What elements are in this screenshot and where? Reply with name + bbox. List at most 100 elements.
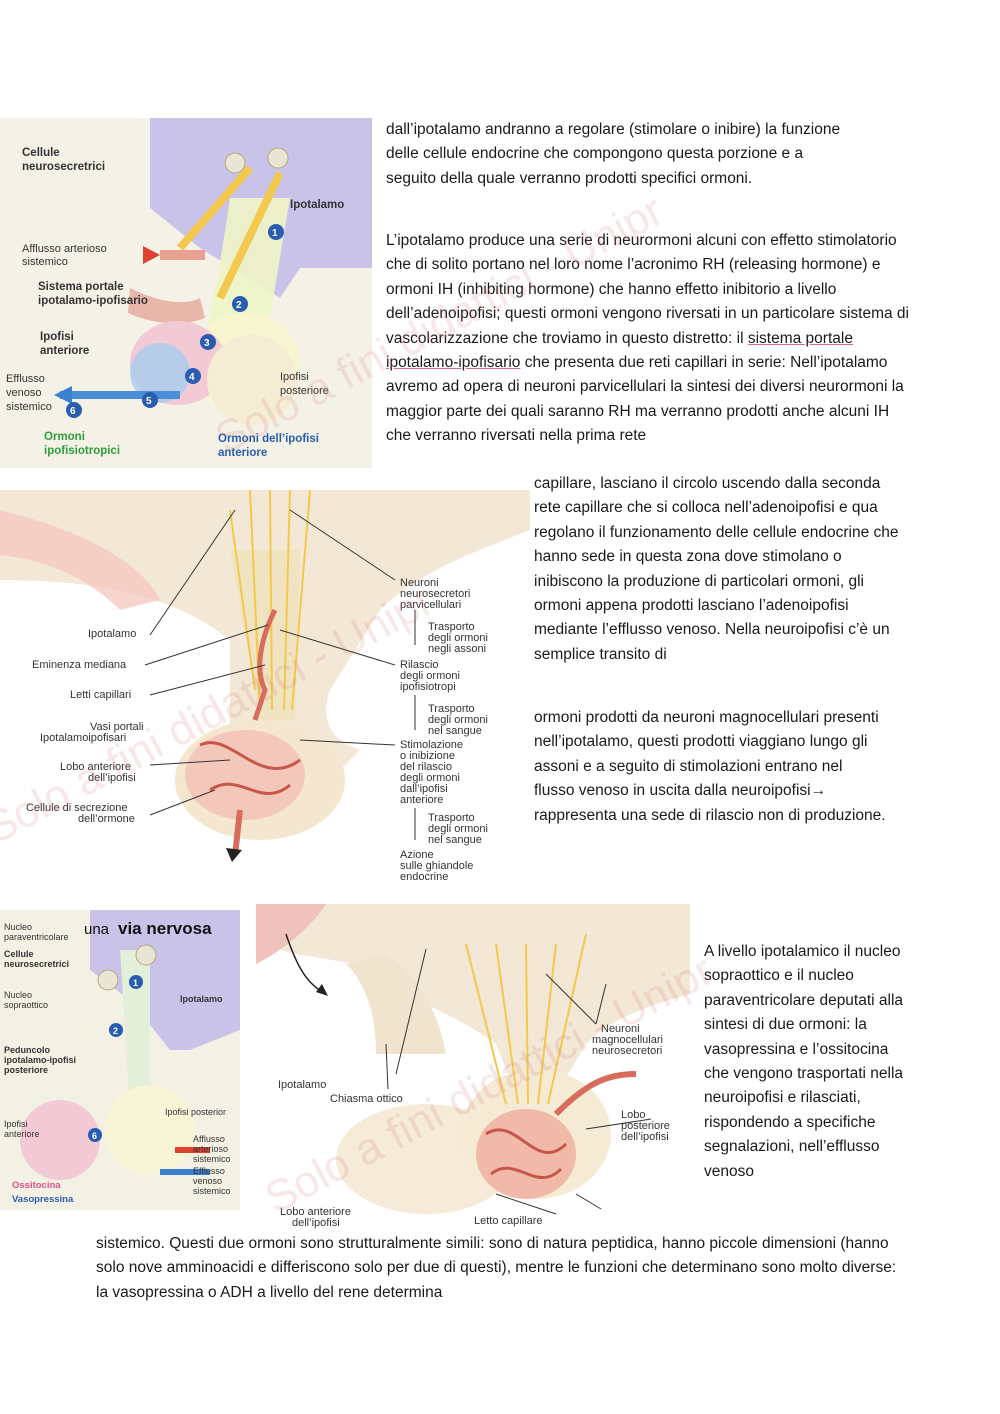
fig3-label-efflusso-1: Efflusso	[193, 1166, 225, 1176]
fig2-label-lobo-1: Lobo anteriore	[60, 761, 131, 773]
fig2-label-rilascio-3: ipofisiotropi	[400, 681, 456, 693]
fig4-label-lobo-ant-2: dell’ipofisi	[292, 1217, 340, 1229]
fig1-badge-6: 6	[66, 402, 82, 418]
paragraph-2: L’ipotalamo produce una serie di neurorm…	[386, 229, 914, 449]
fig4-label-letto: Letto capillare	[474, 1215, 543, 1227]
fig1-label-neurosecretrici: neurosecretrici	[22, 161, 105, 173]
portal-system-link[interactable]: sistema portale ipotalamo-ipofisario	[386, 329, 853, 372]
fig3-label-ipotalamo: Ipotalamo	[180, 994, 223, 1004]
fig2-label-lobo-2: dell’ipofisi	[88, 772, 136, 784]
fig2-label-vasi-1: Vasi portali	[90, 721, 144, 733]
fig2-label-stim-5: dall’ipofisi	[400, 783, 448, 795]
fig1-badge-1: 1	[268, 224, 284, 240]
paragraph-3: capillare, lasciano il circolo uscendo d…	[534, 475, 899, 663]
fig2-label-neuroni-3: parvicellulari	[400, 599, 461, 611]
svg-text:1: 1	[272, 228, 278, 239]
fig2-label-trasporto2-c: nel sangue	[428, 725, 482, 737]
fig1-badge-4: 4	[185, 368, 201, 384]
svg-text:1: 1	[133, 978, 138, 988]
fig1-label-ormoni-ant-2: anteriore	[218, 447, 267, 459]
fig1-badge-3: 3	[200, 334, 216, 350]
fig3-label-afflusso-1: Afflusso	[193, 1134, 225, 1144]
fig1-label-ormoni-1: Ormoni	[44, 431, 85, 443]
paragraph-1: dall’ipotalamo andranno a regolare (stim…	[386, 121, 841, 187]
figure-portal-system: Cellule neurosecretrici Ipotalamo Afflus…	[0, 118, 372, 468]
fig1-label-ormoni-2: ipofisiotropici	[44, 445, 120, 457]
svg-text:6: 6	[92, 1131, 97, 1141]
fig2-label-vasi-2: Ipotalamoipofisari	[40, 732, 126, 744]
fig1-label-afflusso-1: Afflusso arterioso	[22, 243, 107, 255]
fig1-label-cellule: Cellule	[22, 147, 60, 159]
svg-text:4: 4	[189, 372, 195, 383]
paragraph-4: ormoni prodotti da neuroni magnocellular…	[534, 709, 886, 824]
fig4-label-neuroni-3: neurosecretori	[592, 1045, 662, 1057]
fig1-label-ipofisi-post-1: Ipofisi	[280, 371, 309, 383]
svg-text:2: 2	[113, 1026, 118, 1036]
fig1-label-ipofisi-ant-1: Ipofisi	[40, 331, 74, 343]
fig1-label-sistema-2: ipotalamo-ipofisario	[38, 295, 148, 307]
fig3-label-peduncolo-1: Peduncolo	[4, 1045, 51, 1055]
fig2-label-stim-2: o inibizione	[400, 750, 455, 762]
fig3-label-cellule-2: neurosecretrici	[4, 959, 69, 969]
fig2-label-trasporto2-b: degli ormoni	[428, 714, 488, 726]
fig3-label-ossitocina: Ossitocina	[12, 1180, 61, 1191]
fig2-label-azione-2: sulle ghiandole	[400, 860, 473, 872]
fig2-label-stim-6: anteriore	[400, 794, 443, 806]
fig2-label-eminenza: Eminenza mediana	[32, 659, 127, 671]
fig3-badge-2: 2	[109, 1023, 123, 1037]
fig2-label-letti: Letti capillari	[70, 689, 131, 701]
fig2-label-neuroni-2: neurosecretori	[400, 588, 470, 600]
fig1-label-efflusso-1: Efflusso	[6, 373, 45, 385]
fig3-label-nucleo-para-1: Nucleo	[4, 922, 32, 932]
svg-text:6: 6	[70, 406, 76, 417]
fig3-label-afflusso-3: sistemico	[193, 1154, 231, 1164]
fig1-label-ormoni-ant-1: Ormoni dell’ipofisi	[218, 433, 319, 445]
fig1-label-afflusso-2: sistemico	[22, 256, 68, 268]
fig3-label-nucleo-para-2: paraventricolare	[4, 932, 69, 942]
fig3-label-ipofisi-ant-2: anteriore	[4, 1129, 40, 1139]
fig3-label-efflusso-2: venoso	[193, 1176, 222, 1186]
fig4-label-lobo-post-3: dell’ipofisi	[621, 1131, 669, 1143]
fig2-label-rilascio-1: Rilascio	[400, 659, 439, 671]
svg-text:5: 5	[146, 396, 152, 407]
figure-magnocellular: Neuroni magnocellulari neurosecretori Ip…	[256, 904, 690, 1230]
fig3-label-afflusso-2: arterioso	[193, 1144, 228, 1154]
fig2-label-stim-3: del rilascio	[400, 761, 452, 773]
fig1-label-ipofisi-post-2: posteriore	[280, 385, 329, 397]
fig2-label-trasporto3-b: degli ormoni	[428, 823, 488, 835]
fig2-label-rilascio-2: degli ormoni	[400, 670, 460, 682]
fig1-badge-5: 5	[142, 392, 158, 408]
fig2-label-cellule-1: Cellule di secrezione	[26, 802, 128, 814]
fig4-label-lobo-ant-1: Lobo anteriore	[280, 1206, 351, 1218]
fig4-label-chiasma: Chiasma ottico	[330, 1093, 403, 1105]
svg-text:3: 3	[204, 338, 210, 349]
fig3-label-ipofisi-post: Ipofisi posterior	[165, 1107, 226, 1117]
fig2-label-azione-3: endocrine	[400, 871, 448, 882]
fig1-label-ipofisi-ant-2: anteriore	[40, 345, 89, 357]
fig3-label-vasopressina: Vasopressina	[12, 1194, 74, 1205]
fig4-label-lobo-post-1: Lobo	[621, 1109, 645, 1121]
fig4-label-neuroni-1: Neuroni	[601, 1023, 640, 1035]
figure-nervous-pathway: una via nervosa Nucleo paraventricolare …	[0, 910, 240, 1210]
fig2-label-trasporto3-c: nel sangue	[428, 834, 482, 846]
paragraph-6: sistemico. Questi due ormoni sono strutt…	[96, 1235, 897, 1301]
fig3-label-nucleo-sopra-1: Nucleo	[4, 990, 32, 1000]
fig2-label-stim-4: degli ormoni	[400, 772, 460, 784]
fig1-label-sistema-1: Sistema portale	[38, 281, 124, 293]
fig1-label-ipotalamo: Ipotalamo	[290, 199, 344, 211]
fig2-label-trasporto2-a: Trasporto	[428, 703, 475, 715]
paragraph-2-part-a: L’ipotalamo produce una serie di neurorm…	[386, 232, 909, 347]
fig3-badge-1: 1	[129, 975, 143, 989]
fig2-label-cellule-2: dell’ormone	[78, 813, 135, 825]
fig2-label-ipotalamo: Ipotalamo	[88, 628, 136, 640]
fig2-label-trasporto3-a: Trasporto	[428, 812, 475, 824]
fig1-label-efflusso-2: venoso	[6, 387, 41, 399]
fig2-label-neuroni-1: Neuroni	[400, 577, 439, 589]
fig2-label-stim-1: Stimolazione	[400, 739, 463, 751]
fig3-label-peduncolo-2: ipotalamo-ipofisi	[4, 1055, 76, 1065]
fig3-label-efflusso-3: sistemico	[193, 1186, 231, 1196]
figure-parvicellular: Neuroni neurosecretori parvicellulari Tr…	[0, 490, 530, 882]
fig3-label-nucleo-sopra-2: sopraottico	[4, 1000, 48, 1010]
fig3-label-ipofisi-ant-1: Ipofisi	[4, 1119, 28, 1129]
fig3-title: via nervosa	[118, 919, 212, 938]
